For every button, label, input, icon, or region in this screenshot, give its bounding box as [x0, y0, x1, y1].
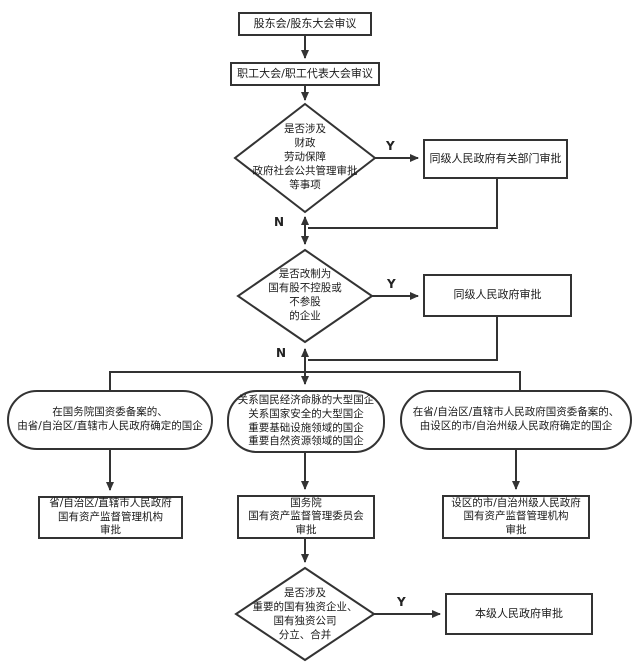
- node-city-sasac-line3: 审批: [505, 523, 527, 536]
- decision1-line2: 财政: [294, 137, 316, 150]
- wire-govdept-return: [308, 179, 498, 229]
- decision3-text: 是否涉及 重要的国有独资企业、 国有独资公司 分立、合并: [228, 580, 382, 650]
- decision2-text: 是否改制为 国有股不控股或 不参股 的企业: [233, 260, 377, 332]
- decision2-no-label: N: [276, 346, 287, 360]
- node-city-soe: 在省/自治区/直辖市人民政府国资委备案的、 由设区的市/自治州级人民政府确定的国…: [400, 390, 632, 450]
- node-local-gov-approval: 本级人民政府审批: [445, 593, 593, 635]
- node-city-sasac-line2: 国有资产监督管理机构: [463, 510, 569, 523]
- node-city-sasac: 设区的市/自治州级人民政府 国有资产监督管理机构 审批: [442, 495, 590, 539]
- decision2-yes-label: Y: [387, 277, 396, 291]
- node-key-soe-line1: 关系国民经济命脉的大型国企: [237, 394, 375, 407]
- node-city-soe-line1: 在省/自治区/直辖市人民政府国资委备案的、: [412, 406, 620, 419]
- node-province-sasac-line2: 国有资产监督管理机构: [58, 510, 163, 523]
- decision2-diamond: [236, 248, 374, 344]
- node-staff-congress-text: 职工大会/职工代表大会审议: [237, 66, 373, 80]
- decision1-line4: 政府社会公共管理审批: [252, 164, 358, 177]
- node-shareholders-meeting: 股东会/股东大会审议: [238, 12, 372, 36]
- node-local-gov-approval-text: 本级人民政府审批: [475, 606, 563, 620]
- node-province-sasac-line1: 省/自治区/直辖市人民政府: [49, 497, 172, 510]
- wire-branch-rail: [109, 371, 521, 390]
- decision1-line5: 等事项: [289, 178, 321, 191]
- decision2-line2: 国有股不控股或: [268, 282, 342, 295]
- node-province-soe: 在国务院国资委备案的、 由省/自治区/直辖市人民政府确定的国企: [7, 390, 213, 450]
- decision1-diamond: [233, 102, 377, 214]
- decision3-diamond: [234, 566, 376, 662]
- node-key-soe-line2: 关系国家安全的大型国企: [248, 407, 364, 420]
- node-same-level-gov-approval: 同级人民政府审批: [423, 274, 572, 317]
- node-key-soe-line3: 重要基础设施领域的国企: [248, 421, 364, 434]
- decision3-yes-label: Y: [397, 595, 406, 609]
- node-key-soe: 关系国民经济命脉的大型国企 关系国家安全的大型国企 重要基础设施领域的国企 重要…: [227, 390, 385, 453]
- node-province-soe-line2: 由省/自治区/直辖市人民政府确定的国企: [17, 420, 203, 432]
- node-province-soe-line1: 在国务院国资委备案的、: [52, 406, 168, 419]
- decision1-line1: 是否涉及: [284, 123, 326, 136]
- decision1-line3: 劳动保障: [284, 151, 326, 164]
- node-city-soe-line2: 由设区的市/自治州级人民政府确定的国企: [419, 420, 613, 432]
- decision3-line2: 重要的国有独资企业、: [252, 601, 358, 614]
- wire-samelevel-return: [308, 317, 498, 361]
- node-gov-dept-approval: 同级人民政府有关部门审批: [423, 139, 568, 179]
- node-same-level-gov-approval-text: 同级人民政府审批: [453, 288, 542, 302]
- decision2-line3: 不参股: [289, 296, 321, 308]
- decision1-no-label: N: [274, 215, 285, 229]
- node-key-soe-line4: 重要自然资源领域的国企: [248, 435, 364, 448]
- node-state-sasac-line3: 审批: [295, 523, 317, 536]
- decision3-line3: 国有独资公司: [273, 615, 337, 627]
- node-state-sasac-line1: 国务院: [290, 496, 322, 509]
- node-state-sasac: 国务院 国有资产监督管理委员会 审批: [237, 495, 375, 539]
- decision3-line1: 是否涉及: [284, 587, 326, 600]
- node-staff-congress: 职工大会/职工代表大会审议: [230, 62, 380, 86]
- node-province-sasac-line3: 审批: [100, 524, 121, 537]
- decision3-line4: 分立、合并: [278, 628, 332, 641]
- node-state-sasac-line2: 国有资产监督管理委员会: [248, 510, 364, 523]
- decision2-line4: 的企业: [289, 309, 321, 322]
- node-gov-dept-approval-text: 同级人民政府有关部门审批: [429, 151, 562, 165]
- decision2-line1: 是否改制为: [278, 268, 332, 281]
- decision1-text: 是否涉及 财政 劳动保障 政府社会公共管理审批 等事项: [225, 110, 385, 206]
- node-city-sasac-line1: 设区的市/自治州级人民政府: [451, 496, 581, 509]
- node-province-sasac: 省/自治区/直辖市人民政府 国有资产监督管理机构 审批: [38, 496, 183, 539]
- node-shareholders-meeting-text: 股东会/股东大会审议: [253, 16, 357, 30]
- decision1-yes-label: Y: [386, 139, 395, 153]
